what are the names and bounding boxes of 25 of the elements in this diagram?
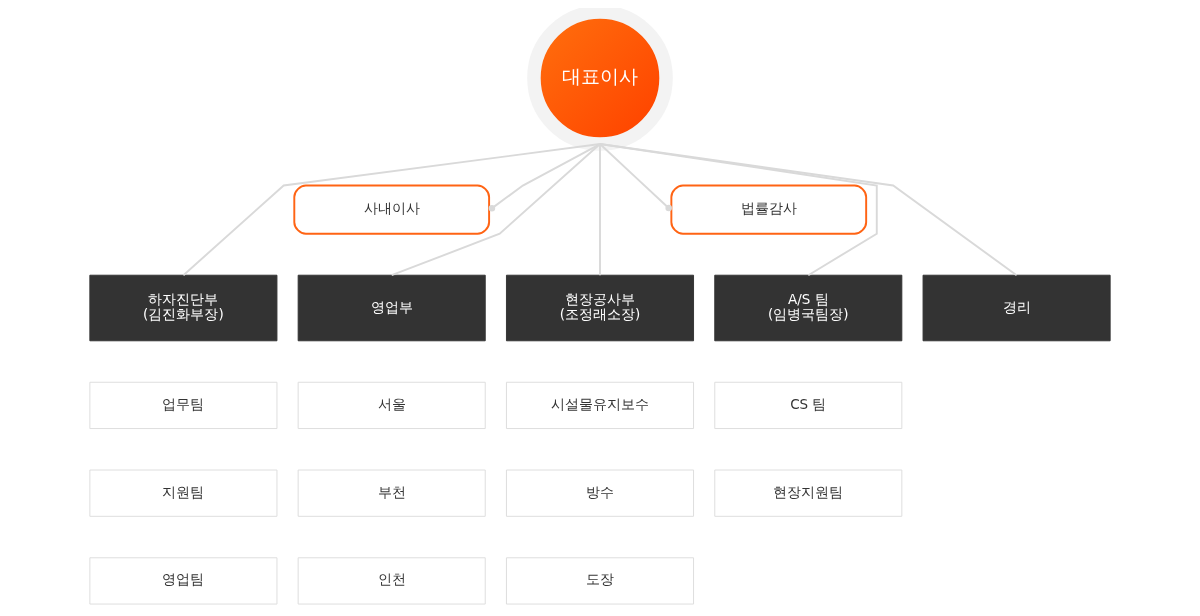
node-box: 업무팀 xyxy=(89,381,278,430)
connector xyxy=(182,143,601,277)
connector xyxy=(599,143,878,277)
node-box: 영업팀 xyxy=(89,557,278,605)
node-box: 도장 xyxy=(505,557,694,605)
node-box: 현장공사부 (조정래소장) xyxy=(505,274,694,342)
node-circle: 대표이사 xyxy=(527,8,673,151)
node-box: CS 팀 xyxy=(714,381,903,430)
connector xyxy=(599,143,601,277)
node-box: 사내이사 xyxy=(293,184,491,235)
node-box: 법률감사 xyxy=(670,184,868,235)
connector xyxy=(599,143,1018,277)
node-box: A/S 팀 (임병국팀장) xyxy=(714,274,903,342)
connector xyxy=(599,143,672,212)
node-box: 방수 xyxy=(505,469,694,517)
connector xyxy=(390,143,601,277)
node-box: 현장지원팀 xyxy=(714,469,903,517)
node-box: 지원팀 xyxy=(89,469,278,517)
node-box: 인천 xyxy=(297,557,486,605)
node-box: 서울 xyxy=(297,381,486,430)
node-box: 하자진단부 (김진화부장) xyxy=(89,274,278,342)
node-box: 영업부 xyxy=(297,274,486,342)
node-box: 시설물유지보수 xyxy=(505,381,694,430)
node-box: 부천 xyxy=(297,469,486,517)
node-box: 경리 xyxy=(922,274,1111,342)
